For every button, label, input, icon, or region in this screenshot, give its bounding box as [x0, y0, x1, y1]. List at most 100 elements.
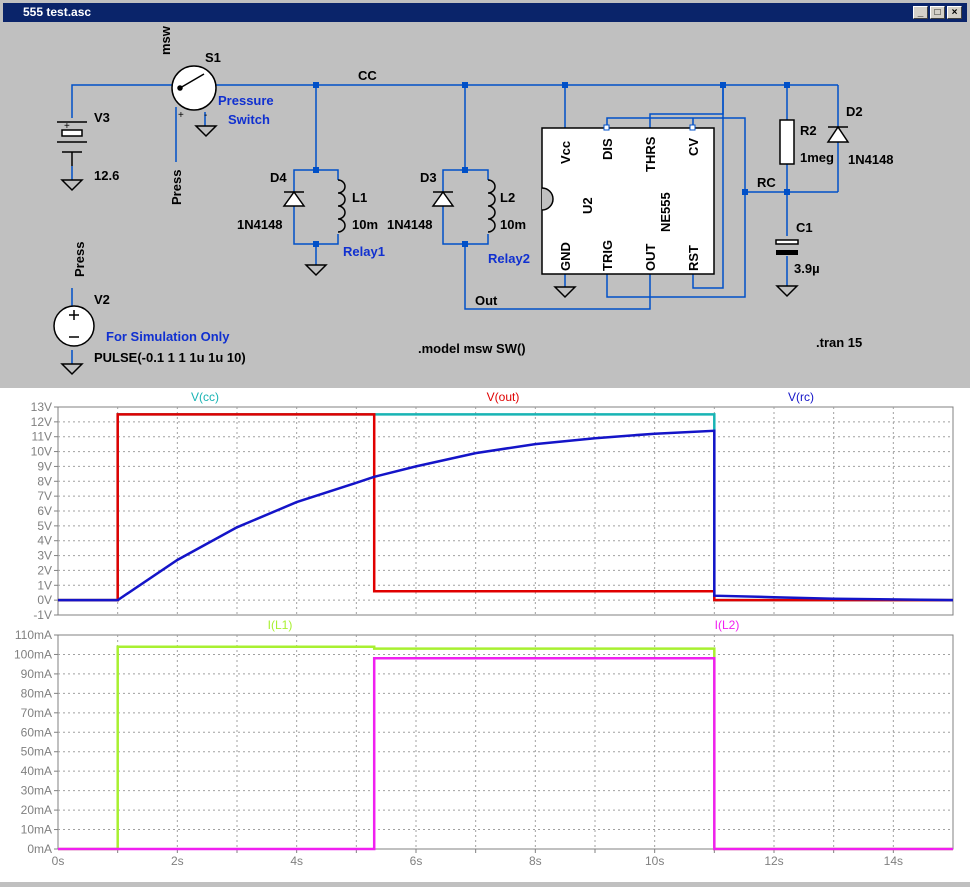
v2-value: PULSE(-0.1 1 1 1u 1u 10) [94, 350, 246, 365]
pin-gnd: GND [558, 242, 573, 271]
y-tick-label: 3V [37, 549, 52, 563]
diode-d4-icon[interactable] [282, 190, 306, 207]
plus-mark-v3: + [64, 121, 70, 132]
y-tick-label: 1V [37, 578, 52, 592]
y-tick-label: 0mA [27, 842, 52, 856]
y-tick-label: 10V [31, 445, 52, 459]
y-tick-label: 90mA [21, 667, 52, 681]
s1-model: msw [158, 25, 173, 55]
series-label: V(cc) [191, 390, 219, 404]
maximize-button[interactable]: □ [930, 6, 945, 19]
series-label: V(rc) [788, 390, 814, 404]
net-out-label: Out [475, 293, 498, 308]
pin-cv: CV [686, 138, 701, 156]
battery-v3-icon[interactable] [57, 121, 87, 166]
diode-d3-icon[interactable] [431, 190, 455, 207]
y-tick-label: 5V [37, 519, 52, 533]
voltage-source-v2-icon[interactable] [53, 305, 95, 347]
y-tick-label: -1V [33, 608, 52, 622]
l1-note: Relay1 [343, 244, 385, 259]
s1-note-1: Pressure [218, 93, 274, 108]
switch-s1-icon[interactable] [171, 65, 217, 111]
series-label: I(L1) [268, 618, 293, 632]
l2-name: L2 [500, 190, 515, 205]
y-tick-label: 50mA [21, 745, 52, 759]
net-press-s1: Press [169, 170, 184, 205]
pin-thrs: THRS [643, 136, 658, 172]
y-tick-label: 30mA [21, 784, 52, 798]
v2-note: For Simulation Only [106, 329, 230, 344]
d3-name: D3 [420, 170, 437, 185]
series-line-V(rc) [58, 429, 954, 602]
window-title: 555 test.asc [23, 5, 92, 19]
y-tick-label: 20mA [21, 803, 52, 817]
x-tick-label: 6s [410, 854, 423, 868]
pin-dis: DIS [600, 138, 615, 160]
capacitor-c1-icon[interactable] [775, 239, 799, 255]
net-press-v2: Press [72, 242, 87, 277]
wires [71, 84, 839, 364]
y-tick-label: 7V [37, 489, 52, 503]
title-bar[interactable]: 555 test.asc _ □ × [3, 3, 967, 22]
y-tick-label: 12V [31, 415, 52, 429]
ground-icon [60, 125, 799, 376]
y-tick-label: 80mA [21, 686, 52, 700]
d3-model: 1N4148 [387, 217, 433, 232]
d2-name: D2 [846, 104, 863, 119]
diode-d2-icon[interactable] [826, 125, 850, 143]
u2-part: NE555 [658, 192, 673, 232]
series-label: V(out) [487, 390, 520, 404]
y-tick-label: 110mA [15, 628, 52, 642]
plus-mark-s1: + [178, 110, 184, 121]
schematic-window: 555 test.asc _ □ × [0, 0, 970, 388]
close-button[interactable]: × [947, 6, 962, 19]
y-tick-label: 4V [37, 534, 52, 548]
series-line-V(out) [58, 413, 953, 602]
y-tick-label: 11V [32, 430, 52, 444]
r2-value: 1meg [800, 150, 834, 165]
plot-pane-frame [57, 634, 954, 850]
c1-value: 3.9µ [794, 261, 820, 276]
y-tick-label: 9V [37, 459, 52, 473]
u2-name: U2 [580, 197, 595, 214]
junction-dots [313, 82, 790, 247]
waveform-plot[interactable]: 13V12V11V10V9V8V7V6V5V4V3V2V1V0V-1VV(cc)… [0, 388, 970, 882]
v3-value: 12.6 [94, 168, 119, 183]
tran-directive[interactable]: .tran 15 [816, 335, 862, 350]
x-tick-label: 14s [884, 854, 903, 868]
d4-model: 1N4148 [237, 217, 283, 232]
x-tick-label: 4s [290, 854, 303, 868]
model-directive[interactable]: .model msw SW() [418, 341, 526, 356]
pin-vcc: Vcc [558, 141, 573, 164]
schematic-canvas[interactable]: + V3 12.6 msw S1 Pressure Switch + - Pre… [0, 22, 970, 384]
x-tick-label: 2s [171, 854, 184, 868]
c1-name: C1 [796, 220, 813, 235]
y-tick-label: 10mA [21, 823, 52, 837]
s1-note-2: Switch [228, 112, 270, 127]
y-tick-label: 6V [37, 504, 52, 518]
series-line-I(L2) [58, 657, 953, 851]
ic-u2-ne555[interactable] [541, 124, 715, 275]
l2-note: Relay2 [488, 251, 530, 266]
minimize-button[interactable]: _ [913, 6, 928, 19]
y-tick-label: 40mA [21, 764, 52, 778]
v2-name: V2 [94, 292, 110, 307]
y-tick-label: 8V [37, 474, 52, 488]
minus-mark-s1: - [204, 110, 207, 121]
inductor-l1-icon[interactable] [337, 179, 346, 233]
y-tick-label: 13V [31, 400, 52, 414]
d4-name: D4 [270, 170, 287, 185]
inductor-l2-icon[interactable] [487, 179, 496, 233]
pin-trig: TRIG [600, 240, 615, 271]
y-tick-label: 0V [37, 593, 52, 607]
x-tick-label: 12s [764, 854, 783, 868]
y-tick-label: 100mA [14, 647, 52, 661]
y-tick-label: 60mA [21, 725, 52, 739]
resistor-r2-icon[interactable] [779, 119, 795, 165]
x-tick-label: 0s [52, 854, 65, 868]
r2-name: R2 [800, 123, 817, 138]
x-tick-label: 10s [645, 854, 664, 868]
net-cc-label: CC [358, 68, 377, 83]
l2-value: 10m [500, 217, 526, 232]
